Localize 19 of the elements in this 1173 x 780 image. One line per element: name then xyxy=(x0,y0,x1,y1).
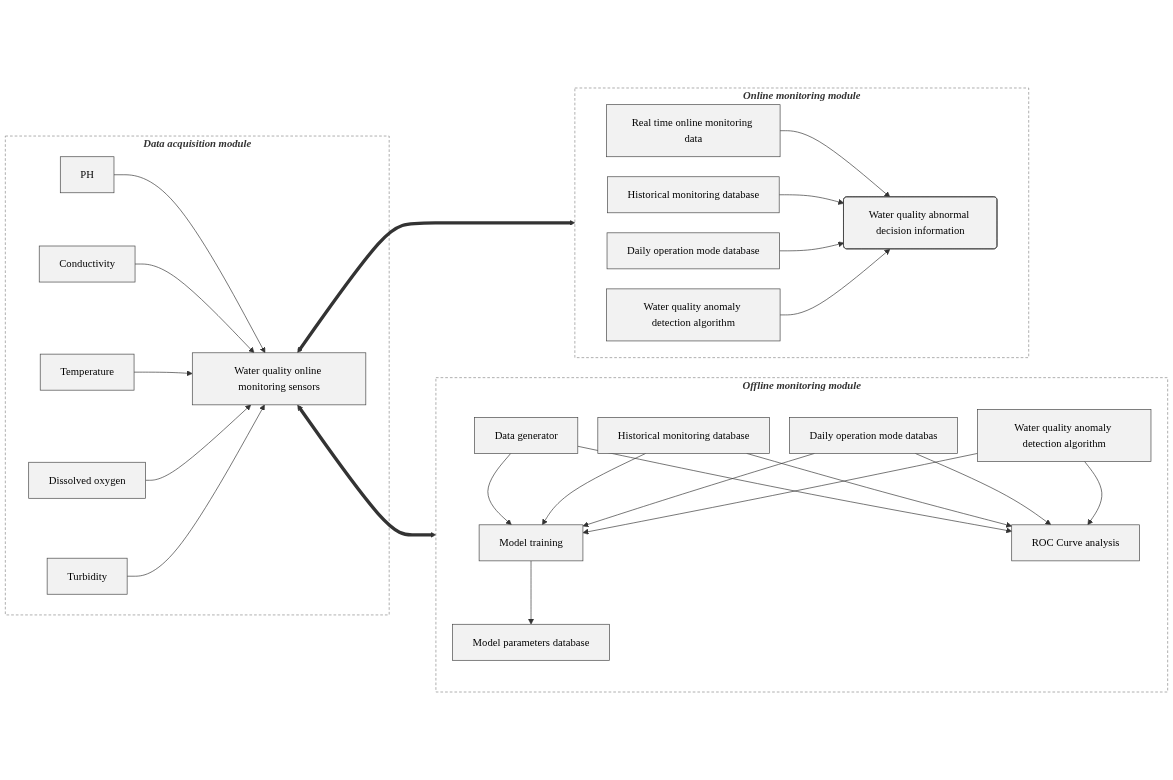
node-box: Daily operation mode database xyxy=(606,232,780,270)
node-box: Dissolved oxygen xyxy=(28,461,146,499)
node-box: Water quality anomaly detection algorithm xyxy=(977,409,1152,462)
node-box: PH xyxy=(59,156,115,194)
node-box: Water quality anomaly detection algorithm xyxy=(606,288,781,342)
node-box: Model training xyxy=(478,524,584,562)
node-box: Data generator xyxy=(474,417,579,454)
node-box: ROC Curve analysis xyxy=(1011,524,1140,562)
node-box: Turbidity xyxy=(46,557,128,595)
node-box: Daily operation mode databas xyxy=(789,417,958,454)
node-box: Water quality online monitoring sensors xyxy=(191,352,367,406)
arrow xyxy=(297,219,576,353)
arrow xyxy=(297,404,437,538)
node-box: Historical monitoring database xyxy=(597,417,770,454)
node-box: Real time online monitoring data xyxy=(606,104,781,158)
node-box: Historical monitoring database xyxy=(607,176,780,214)
node-box: Model parameters database xyxy=(452,623,610,661)
node-box: Conductivity xyxy=(38,245,136,283)
node-box: Temperature xyxy=(39,353,135,391)
